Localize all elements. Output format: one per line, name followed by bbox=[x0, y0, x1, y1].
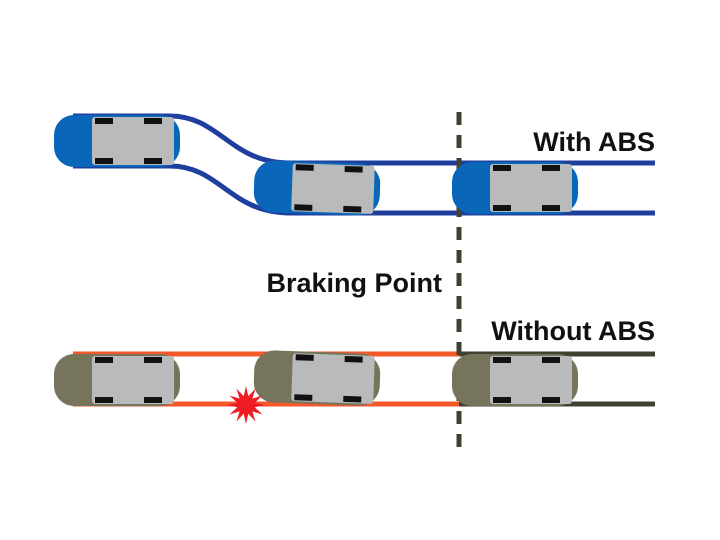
abs-car-2 bbox=[253, 160, 381, 216]
with-abs-label: With ABS bbox=[533, 127, 655, 157]
braking-point-label: Braking Point bbox=[266, 268, 442, 298]
wheel bbox=[344, 165, 363, 173]
car-roof bbox=[490, 164, 572, 212]
no-abs-car-1 bbox=[54, 354, 180, 406]
wheel bbox=[493, 205, 511, 211]
abs-car-1 bbox=[54, 115, 180, 167]
wheel bbox=[343, 205, 362, 213]
wheel bbox=[95, 397, 113, 403]
impact-starburst-icon bbox=[227, 386, 265, 424]
wheel bbox=[144, 118, 162, 124]
wheel bbox=[144, 397, 162, 403]
car-roof bbox=[291, 353, 375, 404]
wheel bbox=[493, 357, 511, 363]
wheel bbox=[294, 204, 313, 211]
wheel bbox=[344, 355, 363, 363]
wheel bbox=[294, 394, 313, 401]
car-roof bbox=[92, 356, 174, 404]
car-roof bbox=[92, 117, 174, 165]
wheel bbox=[542, 397, 560, 403]
wheel bbox=[295, 354, 314, 361]
cars bbox=[54, 115, 578, 406]
wheel bbox=[95, 357, 113, 363]
wheel bbox=[343, 395, 362, 403]
wheel bbox=[95, 158, 113, 164]
wheel bbox=[95, 118, 113, 124]
abs-car-3 bbox=[452, 162, 578, 214]
wheel bbox=[295, 164, 314, 171]
wheel bbox=[542, 357, 560, 363]
wheel bbox=[493, 397, 511, 403]
car-roof bbox=[490, 356, 572, 404]
wheel bbox=[542, 205, 560, 211]
no-abs-car-3 bbox=[452, 354, 578, 406]
wheel bbox=[542, 165, 560, 171]
wheel bbox=[144, 357, 162, 363]
wheel bbox=[144, 158, 162, 164]
wheel bbox=[493, 165, 511, 171]
car-roof bbox=[291, 163, 375, 214]
no-abs-car-2 bbox=[253, 350, 381, 406]
without-abs-label: Without ABS bbox=[491, 316, 655, 346]
